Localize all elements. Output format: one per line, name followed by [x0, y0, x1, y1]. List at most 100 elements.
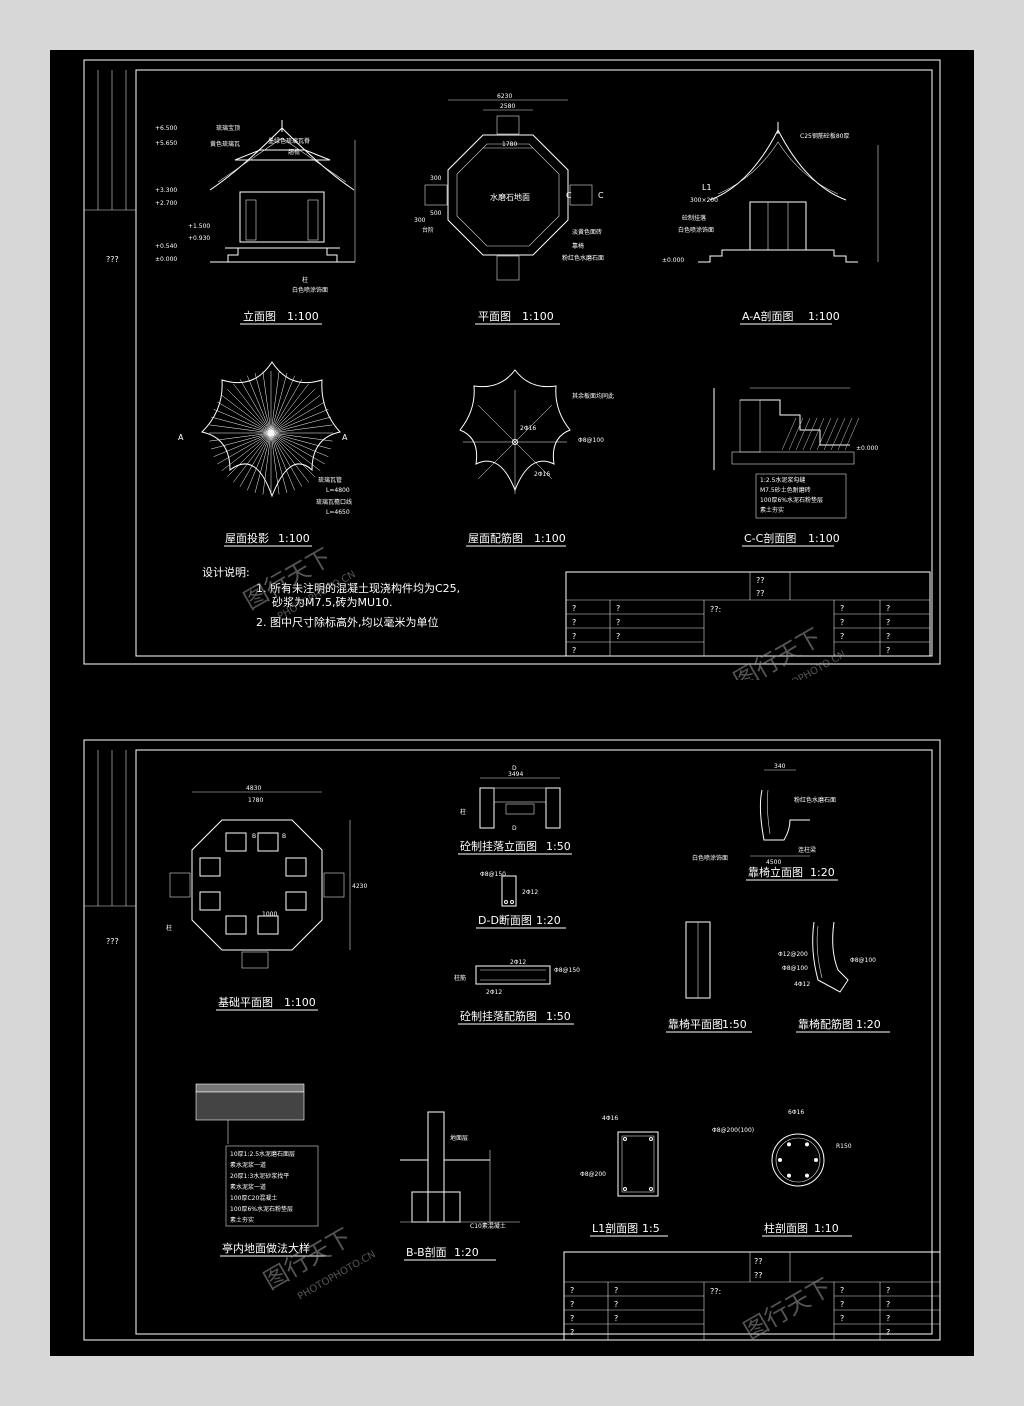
title-block-cell: ? — [886, 646, 890, 655]
annotation: 4Φ16 — [602, 1115, 618, 1122]
roof-ribs — [209, 371, 333, 495]
rib-line — [247, 375, 272, 434]
rib-line — [233, 383, 272, 434]
level-label: +5.650 — [155, 140, 177, 147]
layer-label: M7.5砂土色耐磨砖 — [760, 486, 811, 494]
annotation: 水磨石地面 — [490, 192, 530, 202]
title-block-cell: ? — [886, 632, 890, 641]
level-label: ±0.000 — [662, 257, 684, 264]
view-scale: 1:50 — [546, 840, 571, 853]
title-block-cell: ? — [886, 1300, 890, 1309]
rib-line — [239, 432, 272, 487]
dim-label: 1780 — [502, 141, 517, 148]
title-block-cell: ? — [570, 1286, 574, 1295]
note-line: 2. 图中尺寸除标高外,均以毫米为单位 — [256, 615, 439, 629]
rib-line — [270, 432, 288, 493]
rib-line — [254, 432, 272, 493]
hatch-line — [837, 417, 853, 451]
rib-line — [270, 432, 280, 495]
level-label: +3.300 — [155, 187, 177, 194]
annotation: 白色喷涂饰面 — [678, 226, 714, 234]
rib-line — [270, 375, 295, 434]
rib-line — [221, 432, 272, 471]
view-scale: 1:20 — [536, 914, 561, 927]
rib-line — [270, 379, 303, 434]
rib-line — [270, 389, 315, 434]
annotation: C10素混凝土 — [470, 1222, 506, 1230]
annotation: Φ12@200 — [778, 951, 808, 958]
title-block-cell: ? — [886, 1286, 890, 1295]
layer-label: 100厚6%水泥石粉垫层 — [230, 1205, 293, 1213]
view-caption: L1剖面图 — [592, 1221, 638, 1235]
title-block-cell: ?? — [754, 1271, 763, 1280]
section-marker: A — [178, 433, 184, 442]
column-bars — [778, 1142, 818, 1178]
hatch-line — [781, 417, 797, 451]
layer-label: 20厚1:3水泥砂浆找平 — [230, 1172, 289, 1180]
title-block-cell: ? — [840, 1286, 844, 1295]
rib-line — [211, 416, 272, 434]
view-scale: 1:100 — [287, 310, 319, 323]
rib-line — [254, 373, 272, 434]
layer-label: 素水泥浆一道 — [230, 1183, 266, 1191]
hatch — [781, 417, 860, 451]
layer-label: 100厚C20混凝土 — [230, 1194, 277, 1202]
section-marker: C — [566, 191, 572, 200]
rib-line — [270, 432, 295, 491]
rib-line — [270, 432, 333, 442]
view-scale: 1:100 — [522, 310, 554, 323]
title-block-cell: ? — [614, 1314, 618, 1323]
layer-label: 1:2.5水泥浆勾缝 — [760, 476, 805, 484]
rib-line — [270, 432, 315, 477]
inner-frame — [135, 69, 933, 657]
title-block-cell: ? — [840, 1300, 844, 1309]
rib-line — [270, 432, 309, 483]
rebar-dot — [787, 1142, 791, 1147]
watermark: 图行天下 PHOTOPHOTO.CN 图行天下 — [259, 1223, 836, 1345]
view-caption: 屋面配筋图 — [468, 531, 523, 545]
title-block-cell: ?? — [756, 576, 765, 585]
sheet1-canvas: ??? +6.500 +5.650 +3.300 +2.700 +1.500 +… — [83, 59, 941, 680]
level-label: +0.540 — [155, 243, 177, 250]
section-cc-view: ±0.000 1:2.5水泥浆勾缝 M7.5砂土色耐磨砖 100厚6%水泥石粉垫… — [713, 387, 878, 547]
title-block-cell: ? — [570, 1328, 574, 1337]
annotation: 墨绿色琉璃瓦脊 — [268, 137, 310, 145]
level-label: +0.930 — [188, 235, 210, 242]
title-block-cell: ??: — [710, 605, 721, 614]
annotation: 琉璃瓦檐口线 — [316, 498, 352, 506]
hatch-line — [830, 417, 846, 451]
title-block-cell: ? — [840, 604, 844, 613]
annotation: Φ8@150 — [480, 871, 506, 878]
floor-detail-view: 10厚1:2.5水泥磨石面层 素水泥浆一道 20厚1:3水泥砂浆找平 素水泥浆一… — [195, 1083, 326, 1257]
notes-title: 设计说明: — [202, 565, 250, 579]
view-scale: 1:100 — [534, 532, 566, 545]
annotation: R150 — [836, 1143, 852, 1150]
section-dd-view: Φ8@150 2Φ12 D-D断面图 1:20 — [476, 871, 566, 929]
hatch-line — [809, 417, 825, 451]
watermark: 图行天下 PHOTOPHOTO.CN 图行天下 PHOTOPHOTO.CN — [239, 543, 848, 680]
rib-line — [270, 432, 303, 487]
bench-plan-view: 靠椅平面图 1:50 — [666, 921, 752, 1033]
view-caption: 靠椅平面图 — [668, 1017, 723, 1031]
annotation: Φ8@100 — [850, 957, 876, 964]
annotation: 淡黄色面砖 — [572, 228, 602, 236]
layer-label: 素水泥浆一道 — [230, 1161, 266, 1169]
view-caption: 立面图 — [243, 309, 276, 323]
section-marker: A — [342, 433, 348, 442]
dim-label: 300 — [414, 217, 426, 224]
rib-line — [270, 432, 329, 457]
level-label: +6.500 — [155, 125, 177, 132]
title-block-cell: ? — [840, 618, 844, 627]
rib-line — [270, 432, 325, 465]
outer-frame — [83, 739, 941, 1341]
hatch-line — [802, 417, 818, 451]
annotation: 白色喷涂饰面 — [692, 854, 728, 862]
annotation: 粉红色水磨石面 — [794, 796, 836, 804]
title-block-cell: ? — [886, 604, 890, 613]
rib-line — [270, 383, 309, 434]
drawing-sheet-2: ??? 4830 1780 4230 1000 柱 B B 基础平面图 1:10… — [50, 680, 974, 1356]
annotation: 白色喷涂饰面 — [292, 286, 328, 294]
hatch-line — [795, 417, 811, 451]
bench-rebar-view: Φ12@200 Φ8@100 4Φ12 Φ8@100 靠椅配筋图 1:20 — [778, 921, 890, 1033]
rib-line — [227, 432, 272, 477]
